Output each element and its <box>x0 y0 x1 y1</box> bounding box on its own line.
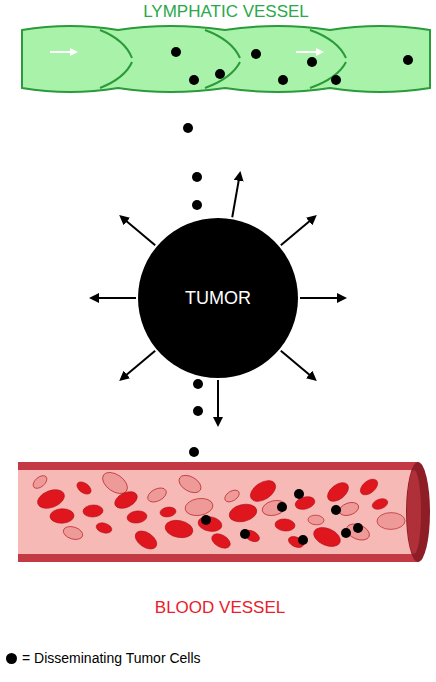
growth-arrow <box>300 297 342 299</box>
growth-arrow <box>94 297 136 299</box>
lymphatic-vessel-art <box>22 26 430 457</box>
red-blood-cell <box>62 524 85 541</box>
red-blood-cell <box>35 486 67 512</box>
growth-arrow <box>281 351 313 378</box>
growth-arrow <box>123 218 155 245</box>
growth-arrow <box>232 176 239 217</box>
node-label: TUMOR <box>181 286 255 311</box>
red-blood-cell <box>377 512 405 529</box>
blood-vessel: BLOOD VESSEL <box>18 460 422 620</box>
red-blood-cell <box>308 515 325 526</box>
red-blood-cell <box>126 510 147 524</box>
legend-swatch <box>6 653 17 664</box>
red-blood-cell <box>50 508 74 523</box>
red-blood-cell <box>261 498 288 518</box>
red-blood-cell <box>31 473 49 491</box>
red-blood-cell <box>184 497 214 518</box>
red-blood-cell <box>83 504 104 517</box>
red-blood-cell <box>112 488 140 511</box>
red-blood-cell <box>176 472 204 496</box>
lymphatic-vessel: LYMPHATIC VESSEL <box>18 0 434 92</box>
red-blood-cell <box>324 479 352 505</box>
red-blood-cell <box>357 476 380 498</box>
growth-arrow <box>281 218 313 245</box>
red-blood-cell <box>75 479 94 496</box>
red-blood-cell <box>145 485 168 505</box>
red-blood-cell <box>227 502 258 525</box>
red-blood-cell <box>371 497 389 511</box>
red-blood-cell <box>132 527 160 552</box>
red-blood-cell <box>164 518 195 540</box>
red-blood-cell <box>197 515 223 533</box>
blood-vessel-art <box>18 462 430 562</box>
red-blood-cell <box>95 521 113 535</box>
red-blood-cell <box>338 500 361 518</box>
vessel-heading: LYMPHATIC VESSEL <box>139 0 313 24</box>
red-blood-cell <box>275 518 296 532</box>
red-blood-cell <box>311 524 343 550</box>
growth-arrow <box>217 380 219 422</box>
legend-text: = Disseminating Tumor Cells <box>22 650 201 666</box>
growth-arrows <box>94 176 342 422</box>
red-blood-cell <box>209 531 232 551</box>
vessel-heading: BLOOD VESSEL <box>151 596 289 620</box>
red-blood-cell <box>223 488 242 505</box>
red-blood-cell <box>159 506 176 518</box>
growth-arrow <box>123 351 155 378</box>
legend-entry: = Disseminating Tumor Cells <box>6 650 201 666</box>
tumor-circle: TUMOR <box>138 218 298 378</box>
